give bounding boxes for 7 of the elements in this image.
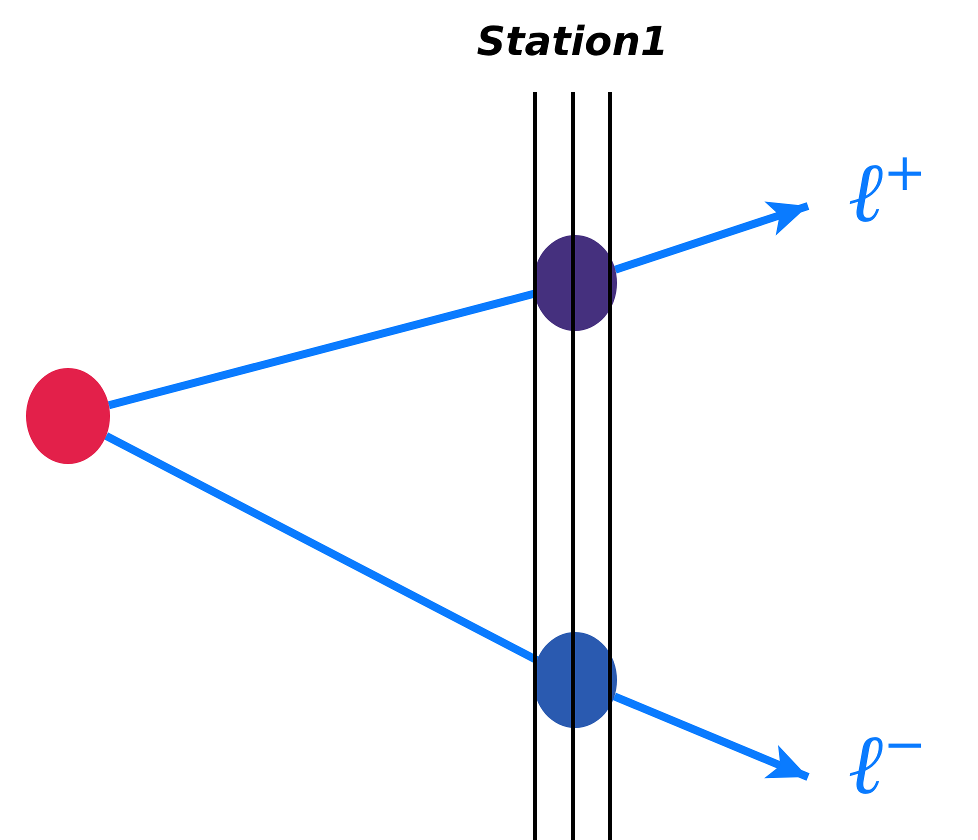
track-arrow <box>612 692 810 781</box>
track-line <box>104 432 539 664</box>
particle-label: ℓ$^{+}$ <box>808 150 927 234</box>
particle-label: ℓ$^{−}$ <box>808 722 927 806</box>
track-arrow <box>614 201 810 274</box>
station-title: Station1 <box>476 22 670 62</box>
track-line <box>108 290 536 410</box>
